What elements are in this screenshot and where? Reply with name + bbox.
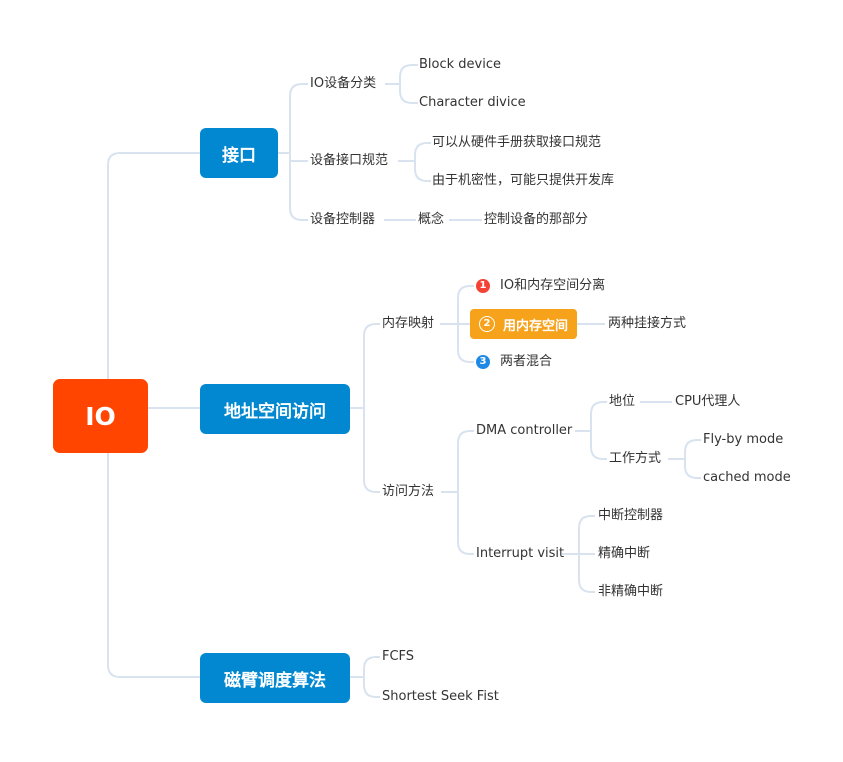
topic-address-space[interactable]: 地址空间访问	[200, 384, 350, 434]
priority-1-icon: 1	[476, 279, 490, 293]
access-method-node[interactable]: 访问方法	[382, 484, 435, 499]
priority-3-icon: 3	[476, 355, 490, 369]
sstf-node[interactable]: Shortest Seek Fist	[382, 689, 499, 704]
topic-interface[interactable]: 接口	[200, 128, 278, 178]
dma-role-node[interactable]: 地位	[609, 394, 636, 409]
spec-manual-node[interactable]: 可以从硬件手册获取接口规范	[432, 135, 602, 150]
mount-methods-node[interactable]: 两种挂接方式	[608, 316, 687, 331]
hybrid-node[interactable]: 两者混合	[500, 354, 553, 369]
interface-spec-node[interactable]: 设备接口规范	[310, 153, 389, 168]
cached-mode-node[interactable]: cached mode	[703, 470, 791, 485]
work-mode-node[interactable]: 工作方式	[609, 451, 662, 466]
fly-by-mode-node[interactable]: Fly-by mode	[703, 432, 784, 447]
interrupt-controller-node[interactable]: 中断控制器	[598, 508, 664, 523]
device-controller-node[interactable]: 设备控制器	[310, 212, 376, 227]
precise-interrupt-node[interactable]: 精确中断	[598, 546, 651, 561]
io-class-node[interactable]: IO设备分类	[310, 76, 377, 91]
controller-desc-node[interactable]: 控制设备的那部分	[484, 212, 589, 227]
root-node[interactable]: IO	[53, 379, 148, 453]
memory-mapping-node[interactable]: 内存映射	[382, 316, 435, 331]
priority-2-icon: 2	[478, 316, 495, 332]
cpu-proxy-node[interactable]: CPU代理人	[675, 394, 741, 409]
imprecise-interrupt-node[interactable]: 非精确中断	[598, 584, 664, 599]
separate-space-node[interactable]: IO和内存空间分离	[500, 278, 606, 293]
block-device-node[interactable]: Block device	[419, 57, 501, 72]
interrupt-visit-node[interactable]: Interrupt visit	[476, 546, 565, 561]
use-memory-space-label: 用内存空间	[502, 318, 568, 334]
dma-controller-node[interactable]: DMA controller	[476, 423, 573, 438]
fcfs-node[interactable]: FCFS	[382, 649, 415, 664]
character-device-node[interactable]: Character divice	[419, 95, 526, 110]
spec-library-node[interactable]: 由于机密性，可能只提供开发库	[432, 173, 615, 188]
use-memory-space-node[interactable]: 2 用内存空间	[470, 309, 577, 339]
concept-node[interactable]: 概念	[418, 212, 445, 227]
topic-disk-scheduling[interactable]: 磁臂调度算法	[200, 653, 350, 703]
